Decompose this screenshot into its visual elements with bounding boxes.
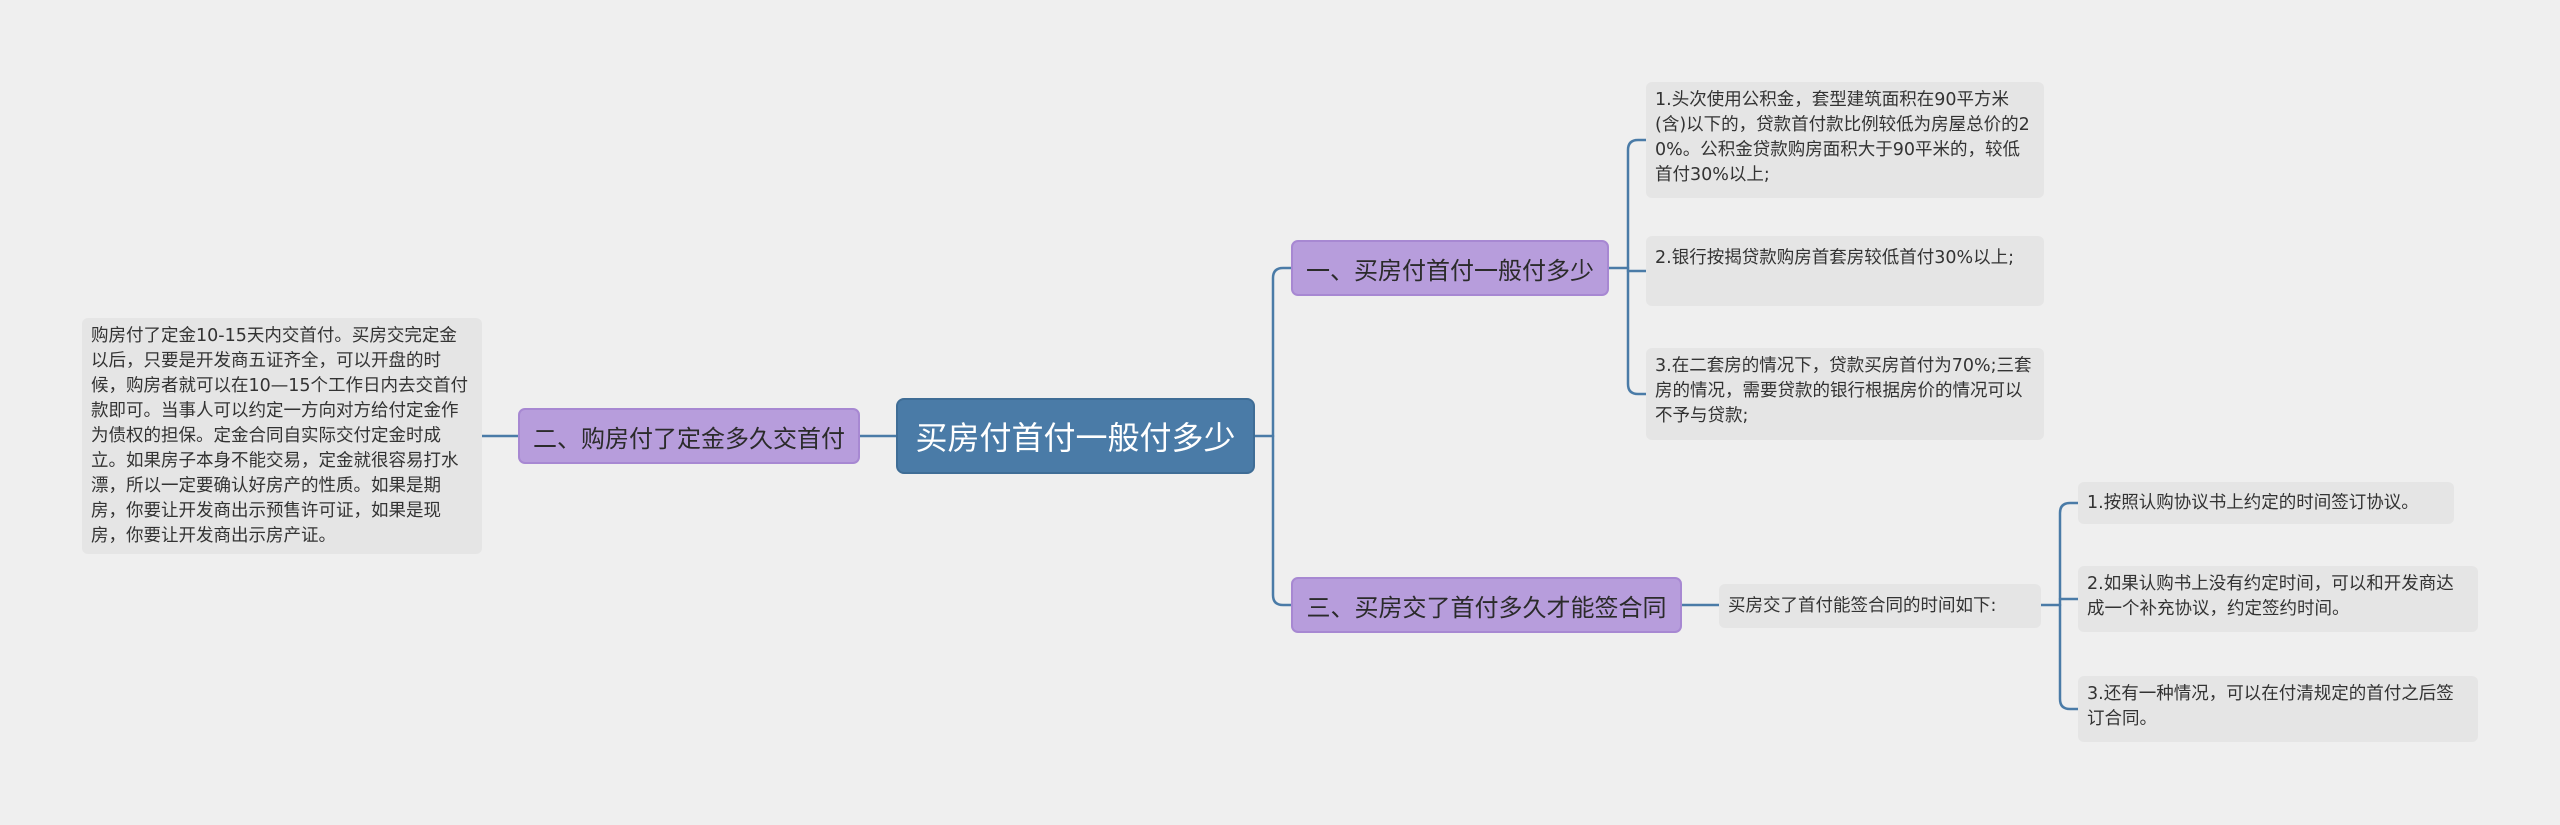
leaf-signing-intro[interactable]: 买房交了首付能签合同的时间如下:: [1719, 584, 2041, 628]
root-topic-label: 买房付首付一般付多少: [915, 419, 1236, 457]
leaf-agreed-time-label: 1.按照认购协议书上约定的时间签订协议。: [2087, 492, 2419, 513]
leaf-supplementary-agreement[interactable]: 2.如果认购书上没有约定时间，可以和开发商达成一个补充协议，约定签约时间。: [2078, 566, 2478, 632]
leaf-after-full-payment[interactable]: 3.还有一种情况，可以在付清规定的首付之后签订合同。: [2078, 676, 2478, 742]
branch-label: 三、买房交了首付多久才能签合同: [1306, 593, 1667, 622]
connector-b1-span: [1626, 138, 1648, 396]
branch-deposit-to-down-payment[interactable]: 二、购房付了定金多久交首付: [518, 408, 860, 464]
leaf-deposit-details[interactable]: 购房付了定金10-15天内交首付。买房交完定金以后，只要是开发商五证齐全，可以开…: [82, 318, 482, 554]
leaf-second-home[interactable]: 3.在二套房的情况下，贷款买房首付为70%;三套房的情况，需要贷款的银行根据房价…: [1646, 348, 2044, 440]
branch-contract-signing[interactable]: 三、买房交了首付多久才能签合同: [1291, 577, 1682, 633]
leaf-bank-mortgage[interactable]: 2.银行按揭贷款购房首套房较低首付30%以上;: [1646, 236, 2044, 306]
root-topic[interactable]: 买房付首付一般付多少: [896, 398, 1255, 474]
branch-label: 二、购房付了定金多久交首付: [533, 424, 845, 453]
connector-mid-span: [2058, 501, 2080, 711]
leaf-agreed-time[interactable]: 1.按照认购协议书上约定的时间签订协议。: [2078, 482, 2454, 524]
leaf-provident-fund[interactable]: 1.头次使用公积金，套型建筑面积在90平方米(含)以下的，贷款首付款比例较低为房…: [1646, 82, 2044, 198]
branch-label: 一、买房付首付一般付多少: [1306, 256, 1594, 285]
leaf-signing-intro-label: 买房交了首付能签合同的时间如下:: [1728, 595, 1997, 616]
branch-down-payment-amount[interactable]: 一、买房付首付一般付多少: [1291, 240, 1609, 296]
connector-root-right: [1271, 266, 1293, 607]
